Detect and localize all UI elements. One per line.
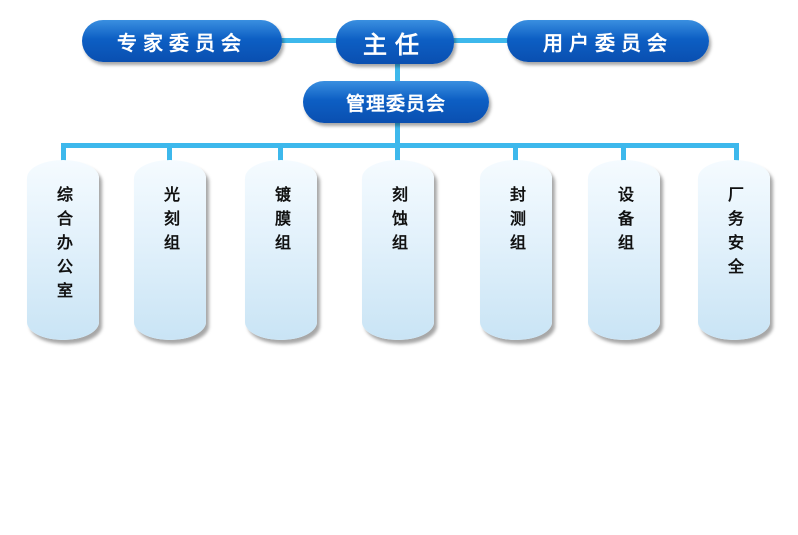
- group-label: 刻蚀组: [389, 186, 408, 258]
- group-node-etching: 刻蚀组: [362, 160, 434, 340]
- expert-committee-label: 专家委员会: [117, 30, 247, 55]
- director-label: 主任: [363, 30, 427, 59]
- connector-drop-1: [61, 143, 66, 165]
- connector-drop-5: [513, 143, 518, 165]
- connector-management-to-bus: [395, 122, 400, 146]
- group-node-packaging-testing: 封测组: [480, 160, 552, 340]
- group-node-facility-safety: 厂务安全: [698, 160, 770, 340]
- connector-drop-6: [621, 143, 626, 165]
- connector-drop-7: [734, 143, 739, 165]
- group-label: 设备组: [615, 186, 634, 258]
- group-label: 光刻组: [161, 186, 180, 258]
- group-label: 综合办公室: [54, 186, 73, 306]
- director-node: 主任: [336, 20, 454, 64]
- connector-drop-4: [395, 143, 400, 165]
- group-node-lithography: 光刻组: [134, 160, 206, 340]
- user-committee-label: 用户委员会: [543, 30, 673, 55]
- group-label: 镀膜组: [272, 186, 291, 258]
- management-committee-node: 管理委员会: [303, 81, 489, 123]
- connector-group-bus: [61, 143, 739, 148]
- management-committee-label: 管理委员会: [345, 92, 446, 115]
- group-node-general-office: 综合办公室: [27, 160, 99, 340]
- connector-drop-3: [278, 143, 283, 165]
- group-node-equipment: 设备组: [588, 160, 660, 340]
- connector-director-to-management: [395, 60, 400, 86]
- group-node-coating: 镀膜组: [245, 160, 317, 340]
- connector-drop-2: [167, 143, 172, 165]
- group-label: 厂务安全: [725, 186, 744, 282]
- expert-committee-node: 专家委员会: [82, 20, 282, 62]
- user-committee-node: 用户委员会: [507, 20, 709, 62]
- group-label: 封测组: [507, 186, 526, 258]
